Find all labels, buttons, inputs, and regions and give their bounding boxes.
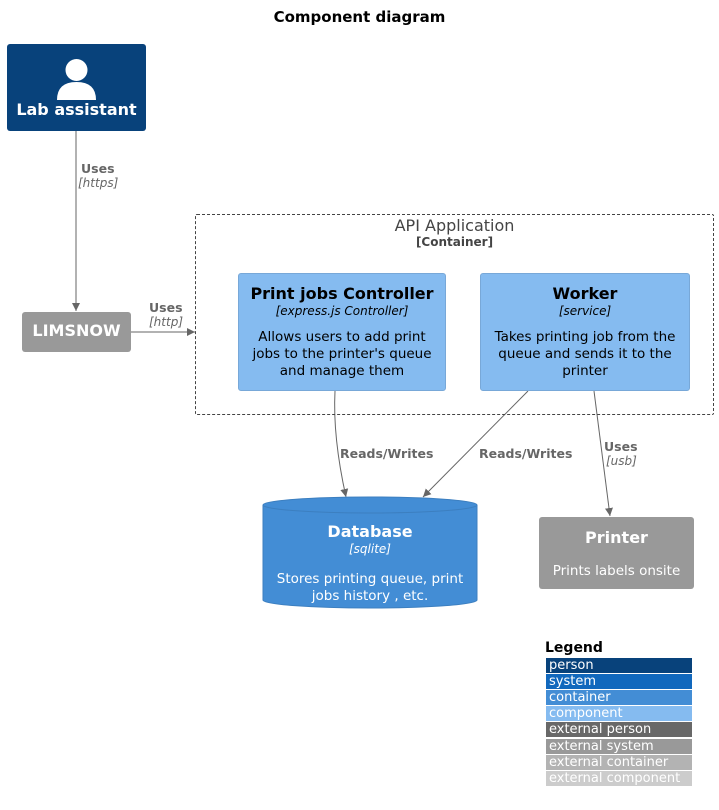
person-icon bbox=[57, 59, 96, 100]
edge-worker-db bbox=[422, 390, 529, 498]
rel-label-worker-db: Reads/Writes bbox=[479, 446, 573, 461]
boundary-type: [Container] bbox=[415, 235, 494, 249]
component-worker: Worker [service] Takes printing job from… bbox=[480, 273, 690, 391]
legend-item-external-container: external container bbox=[546, 755, 692, 770]
person-lab-assistant bbox=[7, 44, 146, 131]
database-shape bbox=[262, 496, 478, 609]
rel-label-worker-printer: Uses bbox=[604, 439, 638, 454]
diagram-title: Component diagram bbox=[273, 8, 446, 26]
legend-title: Legend bbox=[545, 640, 603, 656]
component-name: Print jobs Controller bbox=[250, 284, 434, 303]
rel-label-controller-db: Reads/Writes bbox=[340, 446, 434, 461]
component-tech: [service] bbox=[558, 304, 612, 318]
component-print-jobs-controller: Print jobs Controller [express.js Contro… bbox=[238, 273, 446, 391]
component-desc: Takes printing job from the queue and se… bbox=[494, 329, 676, 379]
legend-item-external-person: external person bbox=[546, 722, 692, 737]
edge-controller-db bbox=[334, 390, 349, 498]
database-desc: Stores printing queue, print jobs histor… bbox=[276, 571, 464, 604]
component-desc: Allows users to add print jobs to the pr… bbox=[252, 329, 432, 379]
external-system-name: LIMSNOW bbox=[32, 321, 121, 340]
printer-desc: Prints labels onsite bbox=[552, 563, 681, 579]
rel-tech-person-limsnow: [https] bbox=[78, 176, 119, 190]
external-system-printer bbox=[539, 517, 694, 589]
legend-item-system: system bbox=[546, 674, 692, 689]
container-boundary bbox=[195, 214, 714, 415]
component-name: Worker bbox=[552, 284, 618, 303]
boundary-name: API Application bbox=[394, 216, 515, 235]
database-tech: [sqlite] bbox=[349, 542, 391, 556]
person-name: Lab assistant bbox=[16, 100, 137, 119]
legend-item-container: container bbox=[546, 690, 692, 705]
rel-label-limsnow-api: Uses bbox=[149, 300, 183, 315]
legend-item-external-system: external system bbox=[546, 739, 692, 754]
legend-item-person: person bbox=[546, 658, 692, 673]
external-system-limsnow bbox=[22, 312, 131, 352]
rel-tech-limsnow-api: [http] bbox=[149, 315, 183, 329]
legend-item-external-component: external component bbox=[546, 771, 692, 786]
component-tech: [express.js Controller] bbox=[275, 304, 409, 318]
edge-worker-printer bbox=[593, 390, 613, 517]
rel-tech-worker-printer: [usb] bbox=[606, 454, 637, 468]
database-name: Database bbox=[327, 522, 413, 541]
printer-name: Printer bbox=[585, 528, 648, 547]
legend-item-component: component bbox=[546, 706, 692, 721]
rel-label-person-limsnow: Uses bbox=[81, 161, 115, 176]
